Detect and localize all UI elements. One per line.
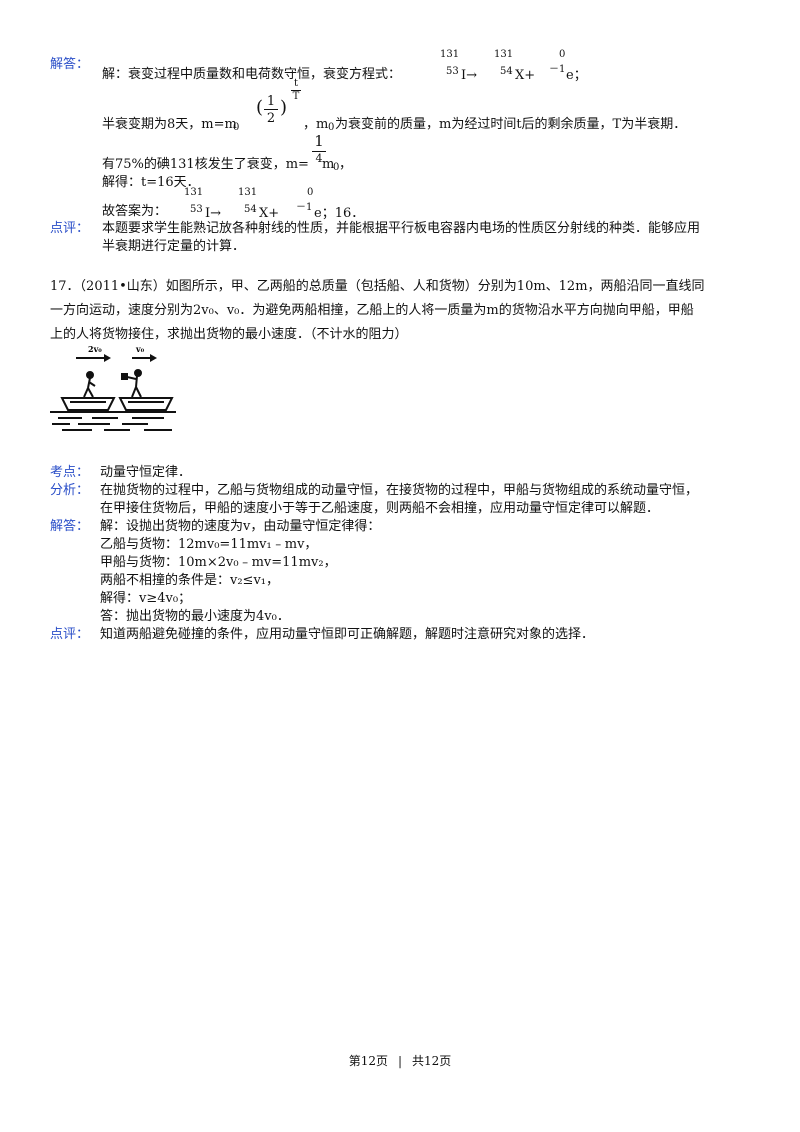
question-17-line-1: 17．（2011•山东）如图所示，甲、乙两船的总质量（包括船、人和货物）分别为1…: [50, 279, 705, 294]
comment-text-17: 知道两船避免碰撞的条件，应用动量守恒即可正确解题，解题时注意研究对象的选择．: [100, 627, 595, 642]
iodine-charge-number: 53: [190, 204, 203, 215]
velocity-arrow-right: [132, 354, 157, 362]
close-paren: ): [280, 97, 288, 118]
m0-subscript-3: 0: [333, 162, 340, 173]
fraction-bar: [264, 109, 278, 110]
electron-mass-number: 0: [307, 187, 314, 198]
half-life-text: 半衰变期为8天，m=m: [102, 117, 237, 132]
boat-left: [60, 397, 116, 411]
decay-percentage-text: 有75%的碘131核发生了衰变，m=: [102, 157, 309, 172]
answer-line-1: 解：设抛出货物的速度为v，由动量守恒定律得：: [100, 519, 381, 534]
final-answer-label: 故答案为：: [102, 204, 168, 219]
open-paren: (: [256, 97, 264, 118]
x-charge-number: 54: [500, 66, 513, 77]
answer-label: 解答：: [50, 57, 90, 72]
page-footer: 第12页 | 共12页: [0, 1052, 800, 1069]
m-symbol: m: [322, 157, 335, 172]
comma: ，: [339, 157, 353, 172]
solution-line-decay-intro: 解：衰变过程中质量数和电荷数守恒，衰变方程式：: [102, 67, 402, 82]
x-mass-number: 131: [494, 49, 514, 60]
comment-line-2: 半衰期进行定量的计算．: [102, 239, 246, 254]
iodine-symbol: I→: [461, 68, 478, 83]
boat-right: [118, 397, 174, 411]
m0-comma: ，m: [303, 117, 329, 132]
electron-symbol-answer: e；16．: [314, 206, 365, 221]
comment-line-1: 本题要求学生能熟记放各种射线的性质，并能根据平行板电容器内电场的性质区分射线的种…: [102, 221, 701, 236]
point-text: 动量守恒定律．: [100, 465, 192, 480]
half-life-description: 为衰变前的质量，m为经过时间t后的剩余质量，T为半衰期．: [335, 117, 687, 132]
person-left: [83, 371, 96, 398]
question-17-line-2: 一方向运动，速度分别为2v₀、v₀．为避免两船相撞，乙船上的人将一质量为m的货物…: [50, 303, 694, 318]
answer-line-5: 解得：v≥4v₀；: [100, 591, 192, 606]
answer-line-3: 甲船与货物：10m×2v₀﹣mv=11mv₂，: [100, 555, 337, 570]
answer-line-4: 两船不相撞的条件是：v₂≤v₁，: [100, 573, 280, 588]
exponent-numerator: t: [293, 78, 299, 89]
quarter-numerator: 1: [314, 132, 324, 150]
page-separator: |: [397, 1054, 403, 1068]
answer-label-17: 解答：: [50, 519, 90, 534]
electron-symbol: e；: [566, 68, 587, 83]
person-right: [121, 369, 142, 398]
analysis-line-2: 在甲接住货物后，甲船的速度小于等于乙船速度，则两船不会相撞，应用动量守恒定律可以…: [100, 501, 660, 516]
quarter-bar: [312, 151, 326, 152]
exponent-bar: [291, 90, 301, 91]
x-symbol: X+: [515, 68, 536, 83]
m0-subscript-2: 0: [328, 122, 335, 133]
x-mass-number: 131: [238, 187, 258, 198]
figure-label-right: v₀: [135, 344, 145, 354]
figure-label-left: 2v₀: [88, 344, 102, 354]
iodine-mass-number: 131: [440, 49, 460, 60]
comment-label-17: 点评：: [50, 627, 90, 642]
comment-label: 点评：: [50, 221, 90, 236]
boats-figure: 2v₀ v₀: [48, 338, 178, 438]
electron-mass-number: 0: [559, 49, 566, 60]
boats-illustration: 2v₀ v₀: [50, 344, 176, 431]
fraction-numerator: 1: [266, 94, 276, 109]
iodine-charge-number: 53: [446, 66, 459, 77]
fraction-denominator: 2: [266, 111, 276, 126]
quarter-denominator: 4: [315, 152, 323, 165]
answer-line-6: 答：抛出货物的最小速度为4v₀．: [100, 609, 290, 624]
page-total: 共12页: [412, 1054, 452, 1068]
page-current: 第12页: [348, 1054, 388, 1068]
analysis-line-1: 在抛货物的过程中，乙船与货物组成的动量守恒，在接货物的过程中，甲船与货物组成的系…: [100, 483, 699, 498]
point-label: 考点：: [50, 465, 90, 480]
analysis-label: 分析：: [50, 483, 90, 498]
velocity-arrow-left: [76, 354, 111, 362]
iodine-symbol: I→: [205, 206, 222, 221]
answer-line-2: 乙船与货物：12mv₀=11mv₁﹣mv，: [100, 537, 318, 552]
x-charge-number: 54: [244, 204, 257, 215]
x-symbol: X+: [259, 206, 280, 221]
water-lines: [50, 411, 176, 431]
electron-charge-number: －1: [549, 64, 566, 75]
question-17-line-3: 上的人将货物接住，求抛出货物的最小速度．（不计水的阻力）: [50, 327, 408, 342]
iodine-mass-number: 131: [184, 187, 204, 198]
electron-charge-number: －1: [296, 202, 313, 213]
m0-subscript: 0: [233, 122, 240, 133]
exponent-denominator: T: [292, 91, 300, 102]
result-t-line: 解得：t=16天．: [102, 175, 200, 190]
